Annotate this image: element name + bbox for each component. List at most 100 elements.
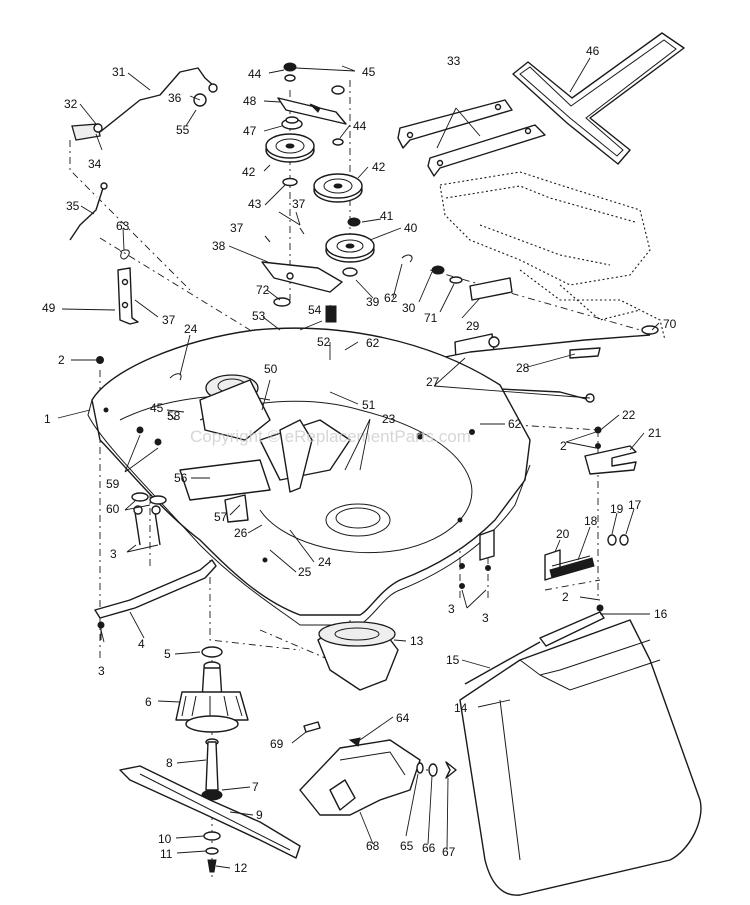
callout-70: 70 [663,317,677,331]
callout-43: 43 [248,197,262,211]
callout-45b: 45 [150,401,164,415]
callout-19: 19 [610,502,624,516]
callout-17: 17 [628,498,642,512]
callout-54: 54 [308,303,322,317]
callout-68: 68 [366,839,380,853]
callout-30: 30 [402,301,416,315]
callout-56: 56 [174,471,188,485]
callout-41: 41 [380,209,394,223]
callout-40: 40 [404,221,418,235]
lift-arm-49 [117,249,139,325]
callout-8: 8 [166,756,173,770]
callout-3d: 3 [482,611,489,625]
callout-14: 14 [454,701,468,715]
callout-3c: 3 [448,602,455,616]
callout-12: 12 [234,861,248,875]
callout-69: 69 [270,737,284,751]
callout-2c: 2 [562,590,569,604]
callout-66: 66 [422,841,436,855]
callout-16: 16 [654,607,668,621]
callout-57: 57 [214,510,228,524]
callout-29: 29 [466,319,480,333]
callout-26: 26 [234,526,248,540]
belt-guides-33 [397,99,546,177]
callout-22: 22 [622,408,636,422]
callout-60: 60 [106,502,120,516]
callout-18: 18 [584,514,598,528]
discharge-chute-14 [459,619,702,896]
callout-38: 38 [212,239,226,253]
callout-28: 28 [516,361,530,375]
callout-42b: 42 [372,160,386,174]
callout-6: 6 [145,695,152,709]
mower-deck-housing-1 [87,327,531,626]
callout-44b: 44 [353,119,367,133]
callout-2a: 2 [58,353,65,367]
callout-46: 46 [586,44,600,58]
spindle-cover-13 [317,621,399,691]
callout-23: 23 [382,412,396,426]
watermark-text: Copyright © eReplacementParts.com [190,427,471,446]
mulch-cover-68 [299,721,457,816]
callout-31: 31 [112,65,126,79]
lift-linkage-rods [69,67,218,241]
drive-belt-46 [512,32,685,165]
callout-24a: 24 [184,322,198,336]
callout-4: 4 [138,637,145,651]
callout-71: 71 [424,311,438,325]
callout-65: 65 [400,839,414,853]
callout-35: 35 [66,199,80,213]
callout-42a: 42 [242,165,256,179]
callout-36: 36 [168,91,182,105]
callout-62c: 62 [508,417,522,431]
callout-37b: 37 [230,221,244,235]
callout-52: 52 [317,335,331,349]
callout-45a: 45 [362,65,376,79]
callout-1: 1 [44,412,51,426]
mower-blade-9 [119,765,301,873]
callout-62b: 62 [384,291,398,305]
callout-2b: 2 [560,439,567,453]
callout-64: 64 [396,711,410,725]
callout-47: 47 [243,124,257,138]
callout-13: 13 [410,634,424,648]
callout-39: 39 [366,295,380,309]
callout-67: 67 [442,845,456,859]
callout-48: 48 [243,94,257,108]
callout-32: 32 [64,97,78,111]
callout-63: 63 [116,219,130,233]
callout-49: 49 [42,301,56,315]
callout-5: 5 [164,647,171,661]
callout-34: 34 [88,157,102,171]
callout-9: 9 [256,808,263,822]
callout-3a: 3 [110,547,117,561]
callout-21: 21 [648,426,662,440]
callout-50: 50 [264,362,278,376]
callout-10: 10 [158,832,172,846]
callout-20: 20 [556,527,570,541]
callout-62a: 62 [366,336,380,350]
callout-25: 25 [298,565,312,579]
callout-59: 59 [106,477,120,491]
callout-3b: 3 [98,664,105,678]
callout-53: 53 [252,309,266,323]
frame-phantom-outline [439,171,666,341]
callout-27: 27 [426,375,440,389]
spindle-assembly [175,646,249,801]
callout-15: 15 [446,653,460,667]
chute-spring-and-rod [464,549,605,685]
callout-72: 72 [256,283,270,297]
callout-37a: 37 [162,313,176,327]
callout-11: 11 [160,847,173,861]
callout-label-group: 1222333345678910111213141516171819202122… [42,44,677,875]
idler-pulley-stack [261,62,375,323]
callout-7: 7 [252,780,259,794]
callout-58: 58 [167,409,181,423]
callout-55: 55 [176,123,190,137]
callout-44a: 44 [248,67,262,81]
callout-37c: 37 [292,197,306,211]
callout-leader-lines [57,57,660,869]
callout-33: 33 [447,54,461,68]
